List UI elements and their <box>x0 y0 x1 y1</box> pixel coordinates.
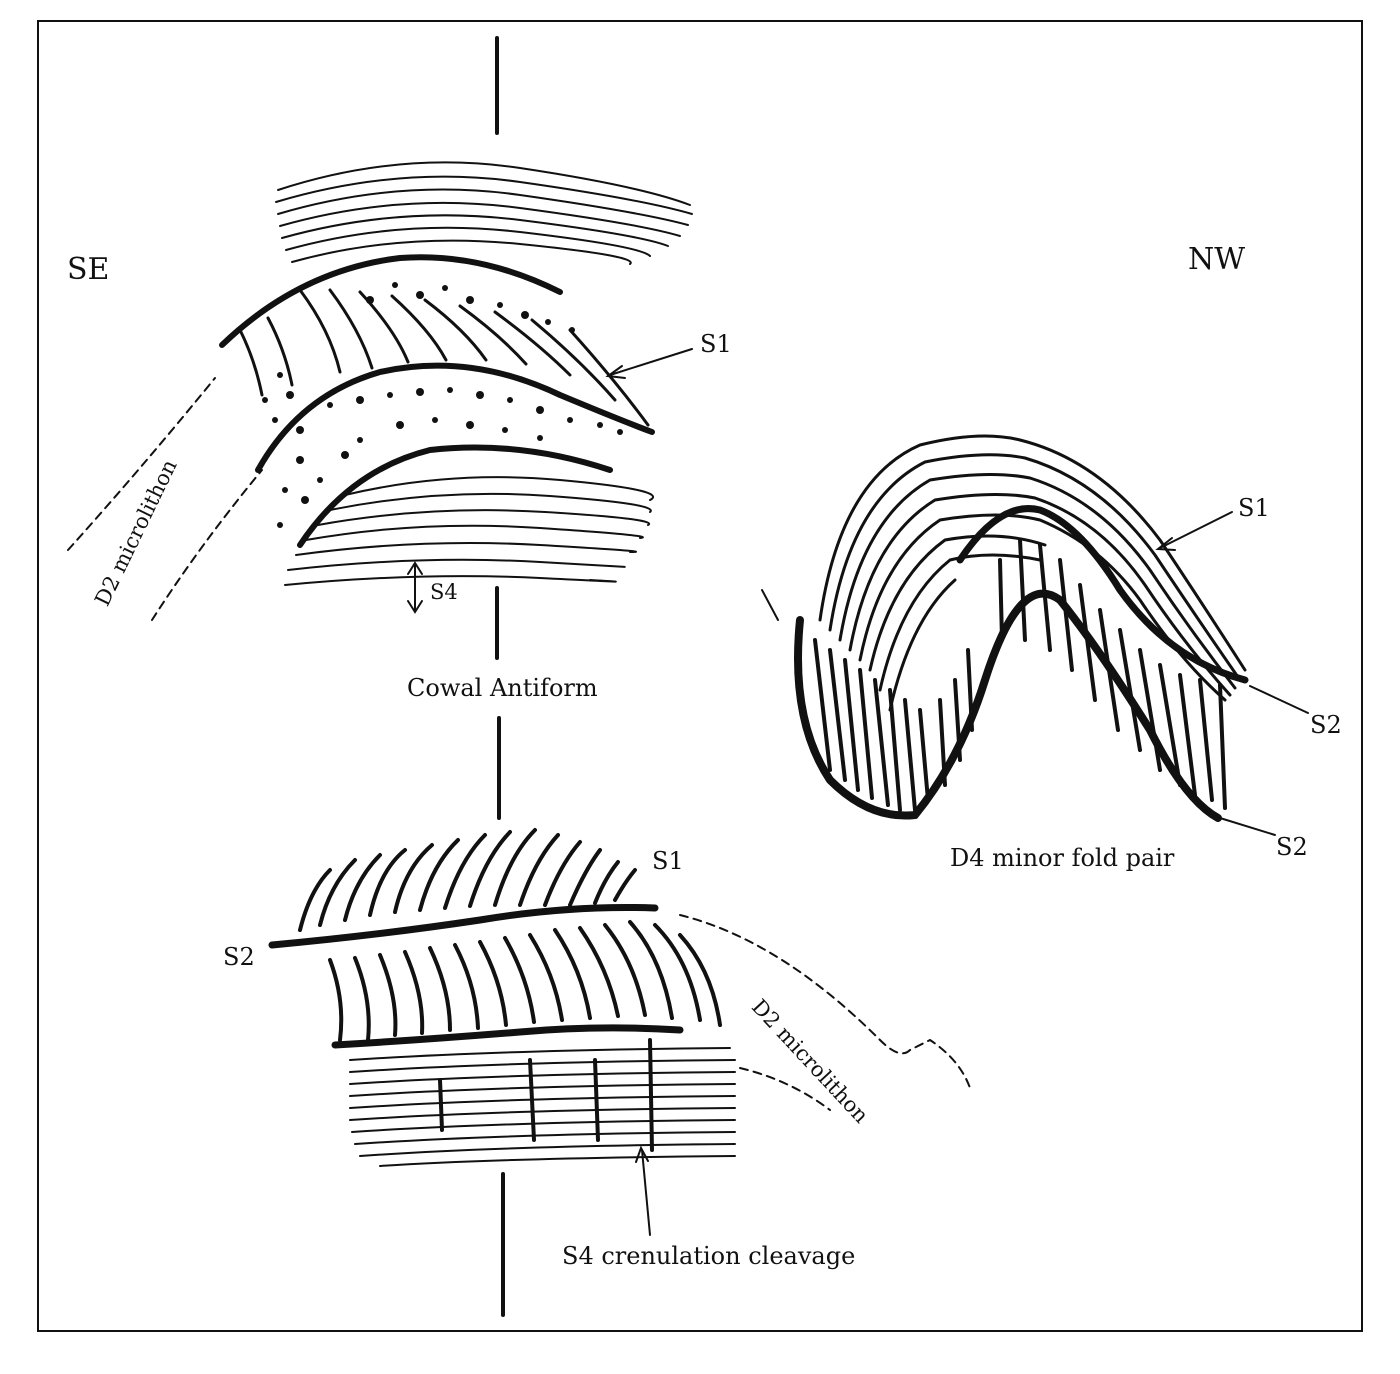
top-fold-s2-surfaces <box>219 254 655 548</box>
d4-fold-top-layers <box>818 434 1247 712</box>
d4-fold-outline <box>794 589 1222 822</box>
s4-crenulation-arrow <box>635 1145 651 1236</box>
d4-fold-dashed-tick <box>761 589 779 621</box>
axial-trace <box>495 36 505 1317</box>
label-s4-crenulation-cleavage: S4 crenulation cleavage <box>562 1242 856 1270</box>
label-d4-minor-fold-pair: D4 minor fold pair <box>950 844 1175 872</box>
top-fold-s1-fan <box>238 288 650 427</box>
figure-frame <box>37 20 1363 1332</box>
top-fold-lower-layers <box>284 476 654 586</box>
bottom-fold-s1-upper <box>298 828 637 932</box>
label-s2-right-lower: S2 <box>1276 833 1308 861</box>
top-fold-stipple <box>262 282 623 528</box>
label-cowal-antiform: Cowal Antiform <box>407 674 598 702</box>
label-s4-top: S4 <box>430 580 458 604</box>
top-fold-upper-layers <box>275 161 693 265</box>
bottom-fold-s4-cleavage-traces <box>438 1038 654 1152</box>
d4-fold-s2-upper <box>956 505 1249 684</box>
d2-microlithon-bottom-dashes <box>679 914 971 1111</box>
label-s2-right-upper: S2 <box>1310 711 1342 739</box>
bottom-fold-s2-upper <box>268 904 659 949</box>
label-nw: NW <box>1188 242 1246 277</box>
label-s2-bottom: S2 <box>223 943 255 971</box>
label-s1-top: S1 <box>700 330 732 358</box>
d2-microlithon-top-dashes <box>67 377 263 621</box>
s4-double-arrow <box>407 561 423 614</box>
s1-right-leader <box>1155 511 1233 551</box>
bottom-fold-s2-lower <box>331 1024 684 1049</box>
label-s1-bottom: S1 <box>652 847 684 875</box>
bottom-fold-layers <box>349 1047 736 1167</box>
s2-right-leaders <box>1219 685 1309 836</box>
d4-fold-s1-bars <box>813 538 1227 812</box>
bottom-fold-s1-lower <box>328 920 722 1042</box>
s1-top-leader <box>605 348 693 379</box>
label-se: SE <box>67 252 110 287</box>
label-s1-right: S1 <box>1238 494 1270 522</box>
